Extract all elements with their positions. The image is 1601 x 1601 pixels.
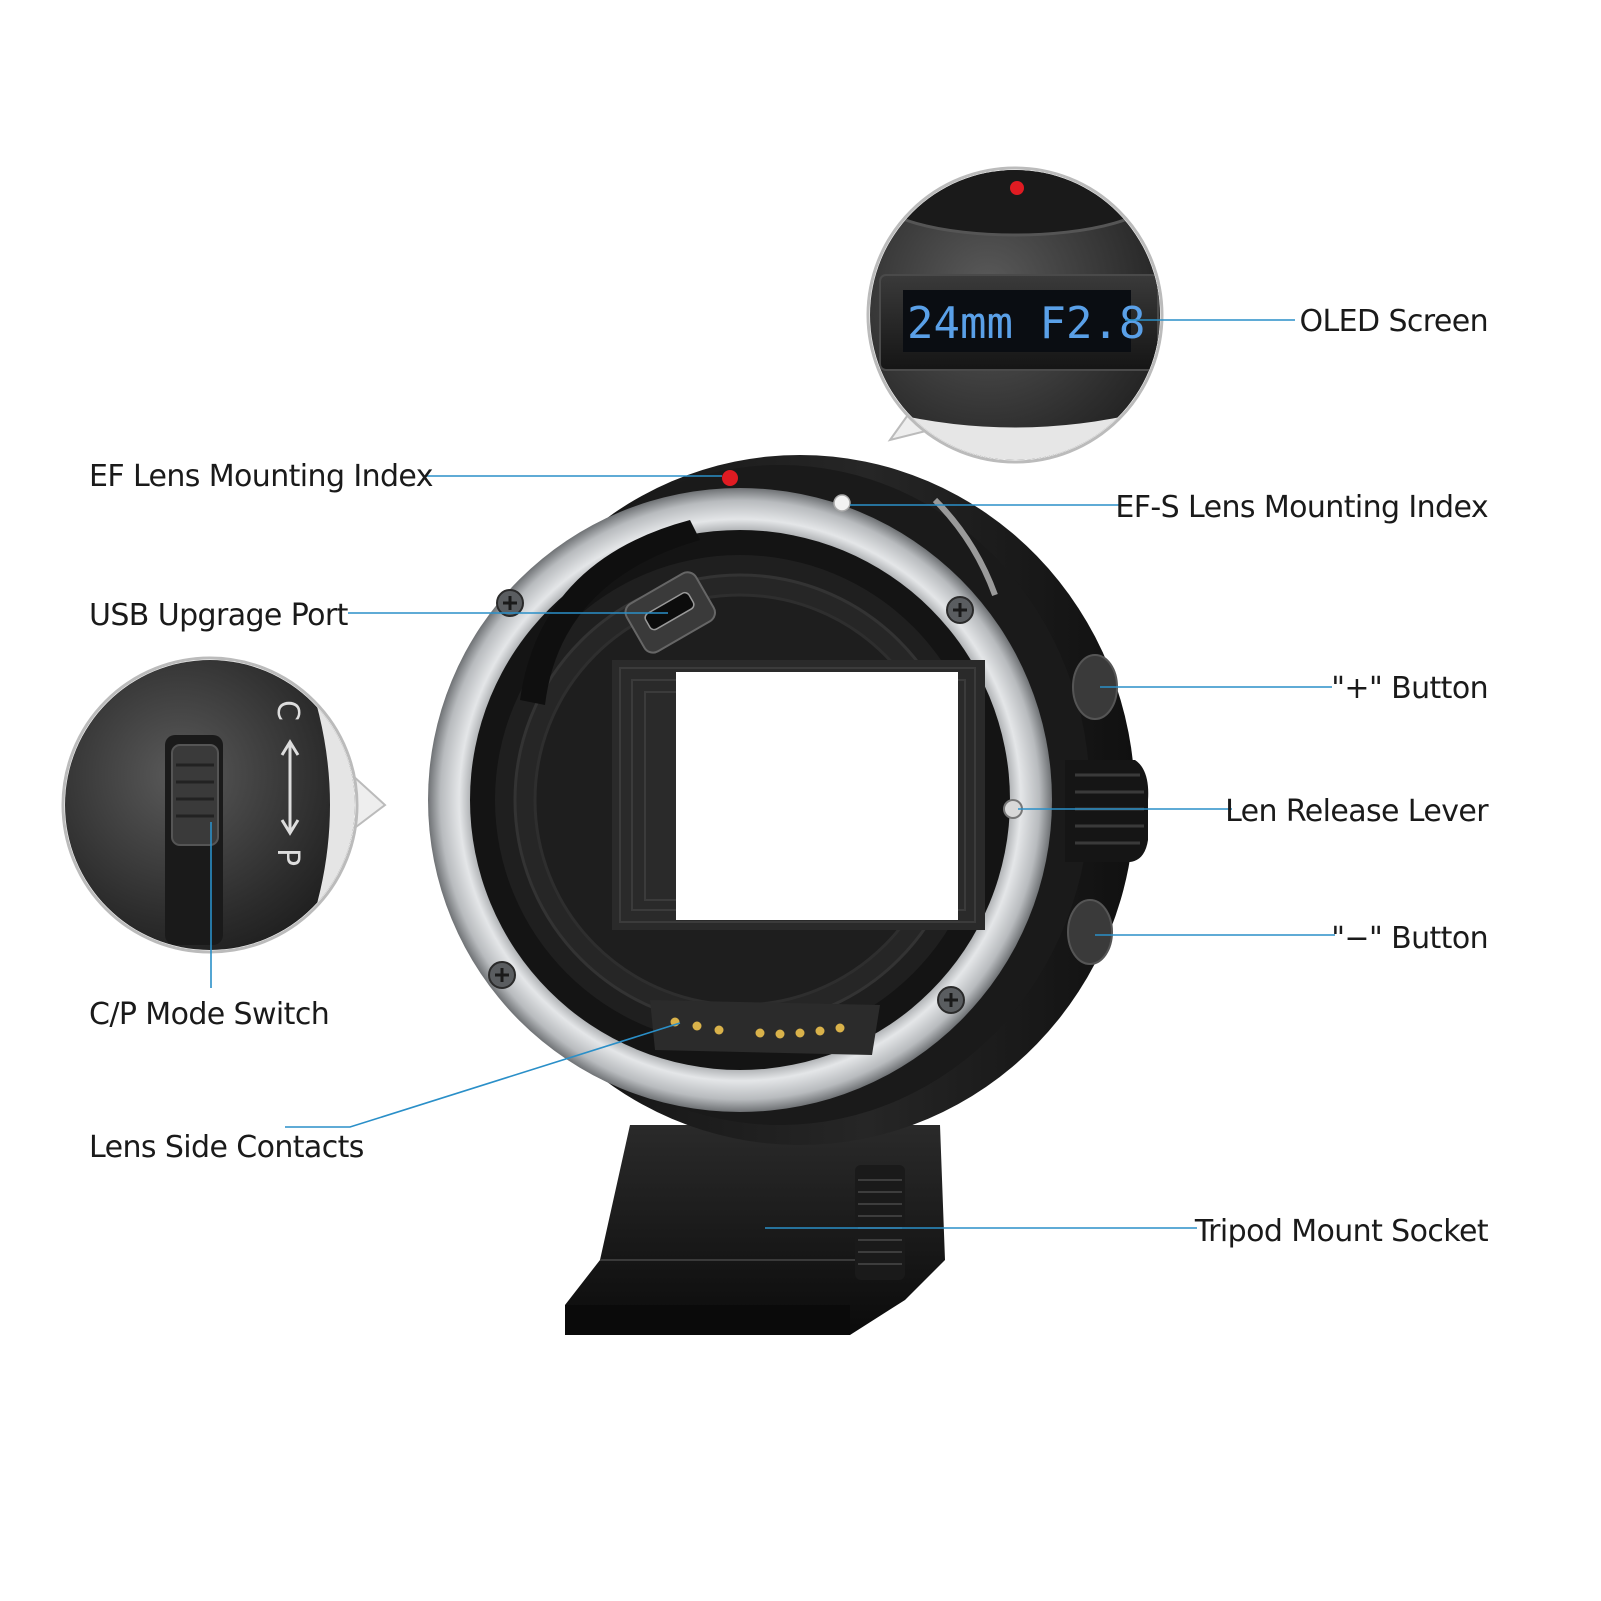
leader-contacts [285, 1022, 681, 1128]
screw-icon [488, 961, 516, 989]
oled-zoom-callout: 24mm F2.8 P [866, 166, 1198, 464]
label-usb-port: USB Upgrage Port [89, 598, 349, 633]
leader-lines [210, 319, 1335, 1229]
switch-mark-p: P [270, 848, 305, 866]
label-release-lever: Len Release Lever [1225, 794, 1489, 829]
screw-icon [496, 589, 524, 617]
label-plus-button: "+" Button [1331, 671, 1488, 706]
efs-index-dot [833, 494, 851, 512]
light-baffle [612, 660, 985, 930]
label-oled-screen: OLED Screen [1300, 304, 1488, 339]
usb-port [624, 571, 716, 654]
screw-icon [937, 986, 965, 1014]
brand-engraving [932, 497, 998, 597]
oled-readout: 24mm F2.8 P [907, 298, 1198, 349]
oled-screen [903, 290, 1131, 352]
label-tripod-socket: Tripod Mount Socket [1194, 1214, 1489, 1249]
mount-screws [488, 589, 974, 1014]
label-ef-index: EF Lens Mounting Index [89, 459, 433, 494]
minus-button-graphic [1067, 899, 1113, 965]
cp-switch-zoom-callout: C P [61, 656, 387, 954]
tripod-foot [565, 1125, 945, 1335]
sensor-window [676, 672, 958, 920]
label-cp-switch: C/P Mode Switch [89, 997, 329, 1032]
label-contacts: Lens Side Contacts [89, 1130, 364, 1165]
screw-icon [946, 596, 974, 624]
switch-mark-c: C [270, 700, 305, 721]
label-minus-button: "−" Button [1331, 921, 1488, 956]
label-efs-index: EF-S Lens Mounting Index [1115, 490, 1488, 525]
tripod-socket-knurl [855, 1165, 905, 1280]
callout-labels: OLED Screen EF Lens Mounting Index EF-S … [89, 304, 1490, 1249]
ef-index-dot [722, 470, 738, 486]
cp-switch-knob [171, 744, 219, 846]
lens-contacts [650, 1000, 880, 1055]
